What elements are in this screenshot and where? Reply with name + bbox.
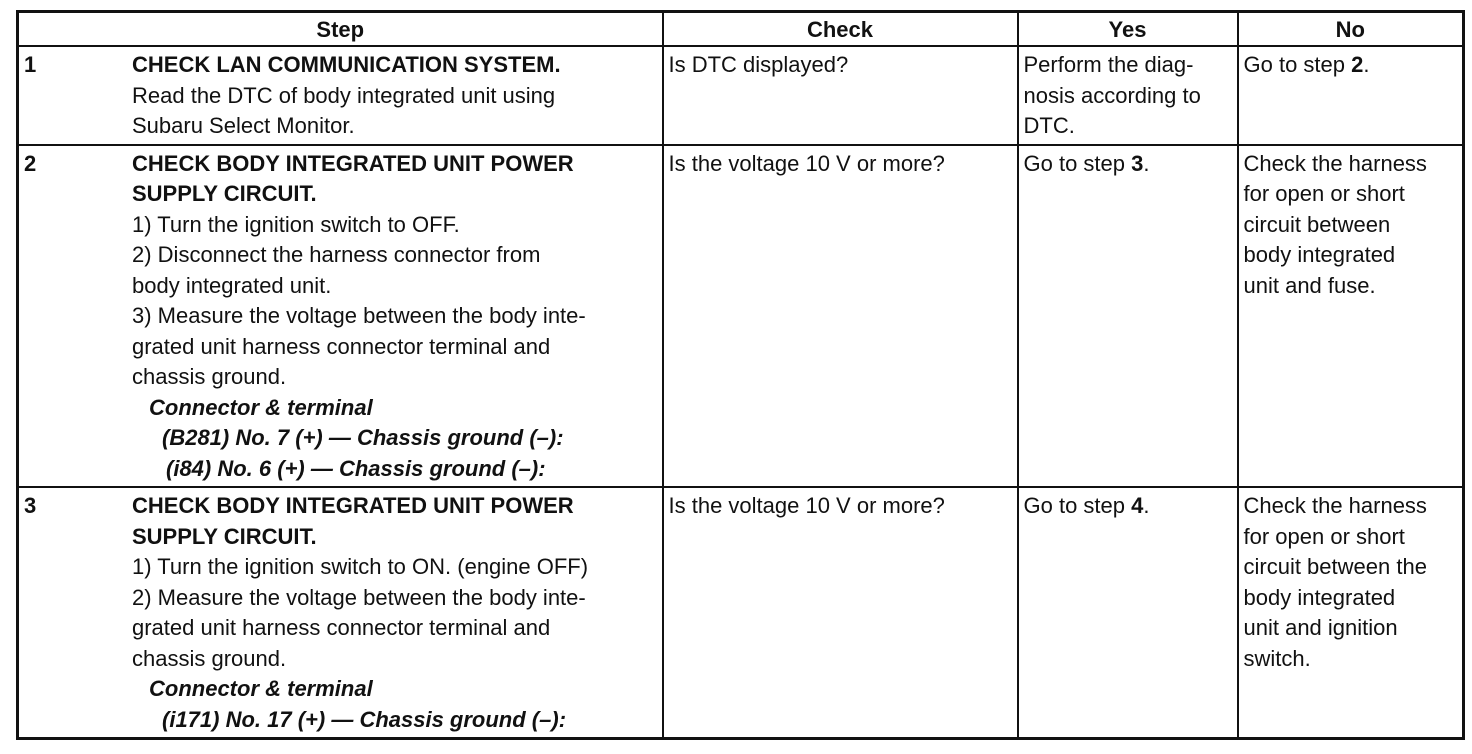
no-cell: Check the harness for open or short circ… bbox=[1236, 486, 1465, 740]
no-cell: Check the harness for open or short circ… bbox=[1236, 143, 1465, 488]
yes-cell: Go to step 3. bbox=[1016, 143, 1239, 488]
yes-step-ref: 4 bbox=[1131, 493, 1144, 518]
step-instruction: Read the DTC of body integrated unit usi… bbox=[132, 82, 556, 108]
step-title: SUPPLY CIRCUIT. bbox=[132, 523, 317, 549]
no-text: unit and ignition bbox=[1243, 615, 1398, 640]
no-text: unit and fuse. bbox=[1243, 272, 1376, 298]
yes-cell: Perform the diag- nosis according to DTC… bbox=[1016, 45, 1239, 146]
connector-heading: Connector & terminal bbox=[149, 394, 373, 420]
header-step: Step bbox=[16, 10, 664, 47]
header-yes: Yes bbox=[1016, 10, 1239, 47]
no-text: Check the harness bbox=[1243, 493, 1427, 518]
check-cell: Is DTC displayed? bbox=[661, 45, 1019, 146]
table-row: 2 CHECK BODY INTEGRATED UNIT POWER SUPPL… bbox=[16, 143, 1465, 488]
yes-text: Go to step bbox=[1023, 150, 1132, 176]
yes-text: nosis according to bbox=[1023, 82, 1201, 108]
step-instruction: grated unit harness connector terminal a… bbox=[132, 615, 551, 640]
step-title: SUPPLY CIRCUIT. bbox=[132, 181, 317, 206]
connector-heading: Connector & terminal bbox=[149, 676, 373, 701]
step-instruction: 1) Turn the ignition switch to ON. (engi… bbox=[132, 554, 589, 579]
step-instruction: 3) Measure the voltage between the body … bbox=[132, 303, 586, 328]
yes-text: Go to step bbox=[1023, 493, 1132, 518]
step-instruction: 2) Disconnect the harness connector from bbox=[132, 242, 541, 267]
no-text: for open or short bbox=[1243, 523, 1405, 549]
check-cell: Is the voltage 10 V or more? bbox=[661, 486, 1019, 740]
yes-text: DTC. bbox=[1023, 113, 1075, 138]
header-no: No bbox=[1236, 10, 1465, 47]
step-instruction: 1) Turn the ignition switch to OFF. bbox=[132, 211, 460, 237]
connector-terminal: (i171) No. 17 (+) — Chassis ground (–): bbox=[162, 706, 567, 732]
no-cell: Go to step 2. bbox=[1236, 45, 1465, 146]
step-instruction: Subaru Select Monitor. bbox=[132, 113, 355, 138]
yes-text-suffix: . bbox=[1143, 150, 1150, 176]
step-instruction: grated unit harness connector terminal a… bbox=[132, 333, 551, 359]
check-cell: Is the voltage 10 V or more? bbox=[661, 143, 1019, 488]
yes-cell: Go to step 4. bbox=[1016, 486, 1239, 740]
no-text: Check the harness bbox=[1243, 150, 1427, 176]
no-text: for open or short bbox=[1243, 181, 1405, 206]
step-cell: 3 CHECK BODY INTEGRATED UNIT POWER SUPPL… bbox=[16, 486, 664, 740]
connector-terminal: (i84) No. 6 (+) — Chassis ground (–): bbox=[166, 455, 546, 481]
no-text: circuit between bbox=[1243, 211, 1391, 237]
no-text: body integrated bbox=[1243, 242, 1396, 267]
no-text: Go to step bbox=[1243, 52, 1352, 77]
no-text: circuit between the bbox=[1243, 554, 1427, 579]
no-text: body integrated bbox=[1243, 584, 1396, 610]
diagnostic-table: Step Check Yes No 1 CHECK LAN COMMUNICAT… bbox=[16, 10, 1465, 740]
step-cell: 2 CHECK BODY INTEGRATED UNIT POWER SUPPL… bbox=[16, 143, 664, 488]
table-header-row: Step Check Yes No bbox=[16, 10, 1465, 47]
header-check: Check bbox=[661, 10, 1019, 47]
step-number: 3 bbox=[24, 493, 37, 518]
step-title: CHECK LAN COMMUNICATION SYSTEM. bbox=[132, 52, 561, 77]
step-number: 2 bbox=[24, 150, 37, 176]
step-instruction: body integrated unit. bbox=[132, 272, 332, 298]
table-row: 1 CHECK LAN COMMUNICATION SYSTEM. Read t… bbox=[16, 45, 1465, 146]
table-row: 3 CHECK BODY INTEGRATED UNIT POWER SUPPL… bbox=[16, 486, 1465, 740]
step-cell: 1 CHECK LAN COMMUNICATION SYSTEM. Read t… bbox=[16, 45, 664, 146]
step-instruction: 2) Measure the voltage between the body … bbox=[132, 584, 586, 610]
no-text: switch. bbox=[1243, 645, 1311, 671]
step-title: CHECK BODY INTEGRATED UNIT POWER bbox=[132, 493, 574, 518]
no-text-suffix: . bbox=[1363, 52, 1370, 77]
step-instruction: chassis ground. bbox=[132, 364, 287, 389]
connector-terminal: (B281) No. 7 (+) — Chassis ground (–): bbox=[162, 425, 564, 450]
step-title: CHECK BODY INTEGRATED UNIT POWER bbox=[132, 150, 574, 176]
no-step-ref: 2 bbox=[1351, 52, 1364, 77]
yes-step-ref: 3 bbox=[1131, 150, 1144, 176]
step-number: 1 bbox=[24, 52, 37, 77]
yes-text-suffix: . bbox=[1143, 493, 1150, 518]
yes-text: Perform the diag- bbox=[1023, 52, 1194, 77]
step-instruction: chassis ground. bbox=[132, 645, 287, 671]
